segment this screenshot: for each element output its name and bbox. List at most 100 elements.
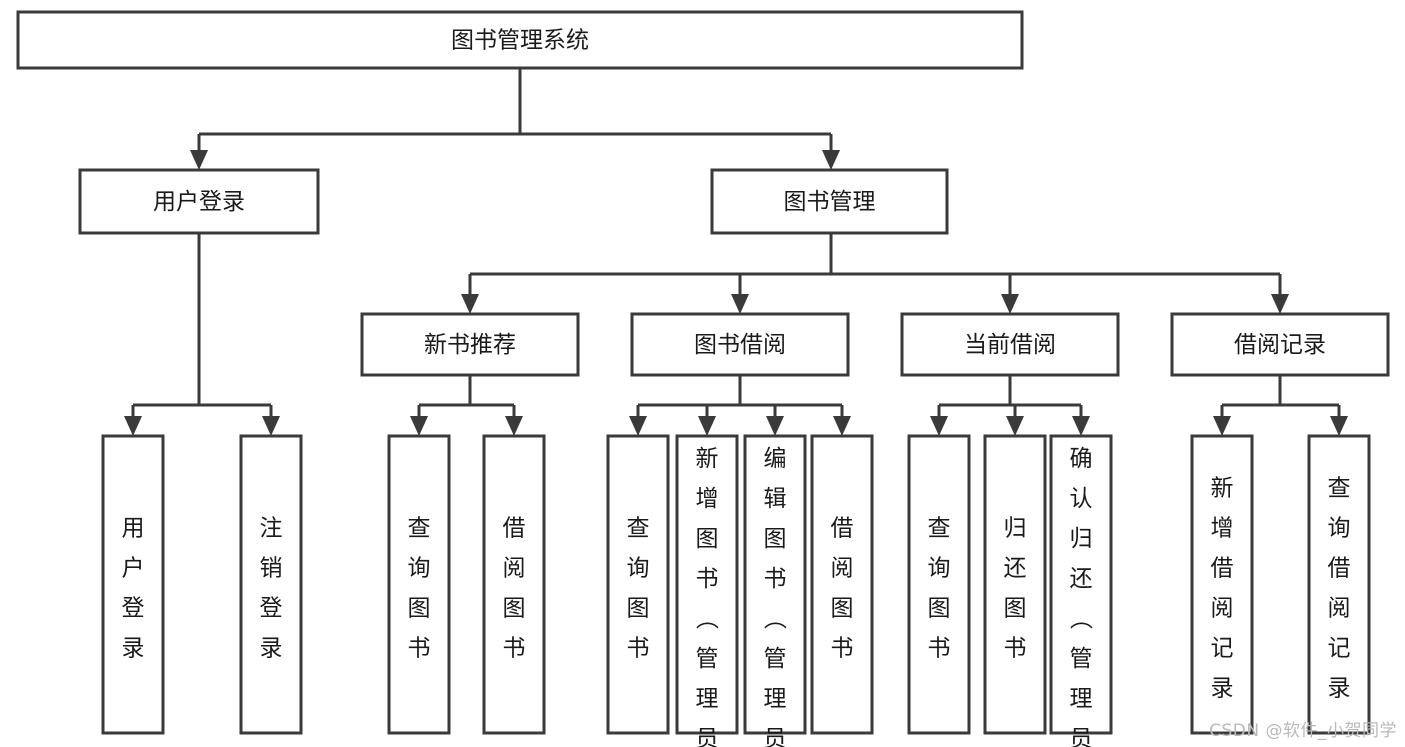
node-box[interactable] — [482, 434, 546, 735]
leaf-node-1[interactable]: 用户登录 — [101, 434, 165, 735]
node-label-char: 查 — [1328, 476, 1351, 502]
node-label-char: 询 — [928, 556, 951, 582]
node-label-char: 登 — [122, 596, 145, 622]
node-label-char: 图 — [928, 596, 951, 622]
node-label-char: 阅 — [503, 556, 526, 582]
arrow-head-icon — [262, 416, 280, 436]
root-node-1[interactable]: 图书管理系统 — [16, 10, 1024, 70]
level2-node-1[interactable]: 用户登录 — [78, 168, 320, 235]
arrow-head-icon — [1006, 416, 1024, 436]
node-box[interactable] — [983, 434, 1047, 735]
node-label-char: 管 — [764, 646, 787, 672]
node-box[interactable] — [1190, 434, 1254, 735]
node-label-char: 录 — [260, 636, 283, 662]
node-label-char: 图 — [627, 596, 650, 622]
node-box[interactable] — [360, 312, 580, 377]
node-label-char: 借 — [831, 516, 854, 542]
node-label-char: 注 — [260, 516, 283, 542]
level2-node-2[interactable]: 图书管理 — [710, 168, 949, 235]
node-label-char: 新 — [696, 446, 719, 472]
node-label-char: 还 — [1004, 556, 1027, 582]
node-box[interactable] — [810, 434, 874, 735]
node-label-char: 新 — [1211, 476, 1234, 502]
node-label: 图书管理 — [784, 189, 876, 215]
node-box[interactable] — [900, 312, 1120, 377]
node-label-char: 图 — [696, 526, 719, 552]
node-label-char: 借 — [503, 516, 526, 542]
node-label-char: 阅 — [831, 556, 854, 582]
arrow-head-icon — [822, 150, 840, 170]
arrow-head-icon — [833, 416, 851, 436]
node-label-char: 录 — [122, 636, 145, 662]
arrow-head-icon — [410, 416, 428, 436]
level3-node-3[interactable]: 当前借阅 — [900, 312, 1120, 377]
node-box[interactable] — [743, 434, 807, 735]
node-label-char: 理 — [764, 686, 787, 712]
node-label-char: 阅 — [1211, 596, 1234, 622]
arrow-head-icon — [1330, 416, 1348, 436]
node-label-char: 增 — [696, 486, 719, 512]
connector-group-root — [190, 68, 840, 170]
node-label-char: 阅 — [1328, 596, 1351, 622]
node-label-char: 询 — [627, 556, 650, 582]
node-label-char: 图 — [1004, 596, 1027, 622]
node-label-char: 员 — [1070, 726, 1093, 747]
arrow-head-icon — [1072, 416, 1090, 436]
node-label-char: 书 — [503, 636, 526, 662]
node-box[interactable] — [675, 434, 739, 735]
node-label-char: 书 — [696, 566, 719, 592]
arrow-head-icon — [461, 294, 479, 314]
level3-node-2[interactable]: 图书借阅 — [630, 312, 850, 377]
node-box[interactable] — [239, 434, 303, 735]
node-label: 新书推荐 — [424, 332, 516, 358]
level3-node-1[interactable]: 新书推荐 — [360, 312, 580, 377]
csdn-watermark: CSDN @软件_小贺同学 — [1209, 721, 1397, 741]
arrow-head-icon — [190, 150, 208, 170]
node-box[interactable] — [630, 312, 850, 377]
node-label-char: 查 — [928, 516, 951, 542]
node-label-char: 记 — [1328, 636, 1351, 662]
node-box[interactable] — [101, 434, 165, 735]
level3-node-4[interactable]: 借阅记录 — [1170, 312, 1390, 377]
node-label-char: 查 — [627, 516, 650, 542]
node-box[interactable] — [606, 434, 670, 735]
node-label-char: 询 — [1328, 516, 1351, 542]
node-label-char: 确 — [1070, 446, 1093, 472]
node-label-char: 录 — [1211, 676, 1234, 702]
node-label-char: （ — [1067, 607, 1093, 630]
node-box[interactable] — [1307, 434, 1371, 735]
node-box[interactable] — [710, 168, 949, 235]
node-label-char: （ — [693, 607, 719, 630]
arrow-head-icon — [731, 294, 749, 314]
node-label-char: 借 — [1328, 556, 1351, 582]
node-label-char: 查 — [408, 516, 431, 542]
node-label: 图书借阅 — [694, 332, 786, 358]
node-box[interactable] — [907, 434, 971, 735]
node-label-char: 管 — [1070, 646, 1093, 672]
connector-group-book-management — [461, 233, 1289, 314]
node-box[interactable] — [78, 168, 320, 235]
node-label-char: 理 — [696, 686, 719, 712]
node-label: 图书管理系统 — [451, 28, 589, 54]
nodes-layer: 图书管理系统用户登录图书管理新书推荐图书借阅当前借阅借阅记录用户登录注销登录查询… — [16, 10, 1390, 747]
node-box[interactable] — [1049, 434, 1113, 735]
node-box[interactable] — [387, 434, 451, 735]
node-label-char: 记 — [1211, 636, 1234, 662]
node-box[interactable] — [16, 10, 1024, 70]
node-box[interactable] — [1170, 312, 1390, 377]
node-label-char: 辑 — [764, 486, 787, 512]
node-label-char: 员 — [764, 726, 787, 747]
